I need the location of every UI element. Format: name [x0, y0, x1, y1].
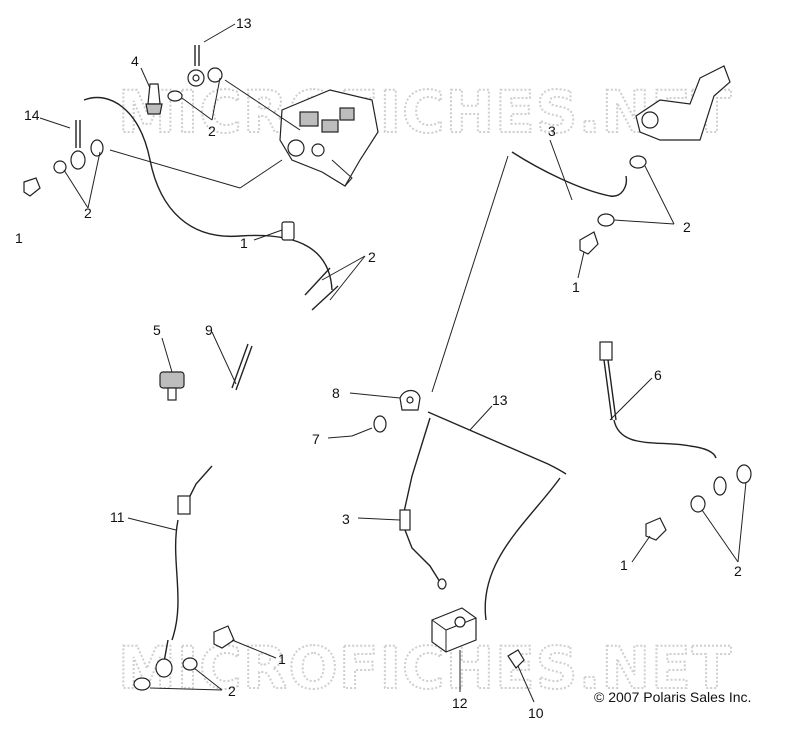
callout-7: 7: [312, 431, 320, 447]
callout-1-lower-left: 1: [278, 651, 286, 667]
bleeder-valve: [145, 83, 163, 115]
tie-strap-bottom: [311, 285, 339, 311]
callout-2-straps: 2: [368, 249, 376, 265]
junction-block: [431, 607, 477, 653]
watermark-top: MICROFICHES.NET: [118, 78, 732, 146]
banjo-bolt-left: [23, 177, 41, 197]
brake-line-front-right: [511, 151, 628, 197]
callout-2-right-lower: 2: [734, 563, 742, 579]
rivet: [351, 415, 387, 437]
leader-lines: [39, 23, 747, 703]
callout-10: 10: [528, 705, 544, 721]
main-brake-line: [431, 155, 509, 393]
brake-line-front-left: [83, 96, 333, 291]
callout-3-top: 3: [548, 123, 556, 139]
callout-2-left: 2: [84, 205, 92, 221]
copyright-notice: © 2007 Polaris Sales Inc.: [594, 689, 751, 705]
washers-right-bottom: [690, 464, 752, 513]
brake-lever-illustration: [635, 65, 731, 141]
washers-right-top: [597, 155, 647, 227]
callout-8: 8: [332, 385, 340, 401]
banjo-bolt-lower-left: [213, 625, 235, 649]
callout-1-right-lower: 1: [620, 557, 628, 573]
cable-tie: [231, 343, 253, 391]
hose-clamp: [159, 371, 185, 401]
brake-hose-lower: [399, 509, 447, 590]
callout-labels: 13 4 14 2 2 1 1 2 3 2 1 5 9 8 13 7 6 11 …: [15, 15, 742, 721]
brake-hose-lower-left: [155, 465, 213, 678]
callout-11: 11: [110, 509, 125, 525]
callout-13-mid: 13: [492, 392, 508, 408]
brake-hose-right: [599, 341, 727, 496]
callout-3-lower: 3: [342, 511, 350, 527]
banjo-bolt-right-bottom: [645, 517, 667, 541]
callout-1-left: 1: [15, 230, 23, 246]
callout-2-top: 2: [208, 123, 216, 139]
callout-4: 4: [131, 53, 139, 69]
brake-line-to-junction: [484, 477, 561, 621]
bleeder-screw-rear: [507, 649, 525, 669]
callout-1-right: 1: [572, 279, 580, 295]
brake-line-rear-upper: [427, 411, 567, 475]
banjo-fitting-left: [53, 120, 104, 174]
brake-hose-upper-stub: [187, 45, 205, 87]
washers-lower-left: [133, 657, 198, 691]
callout-6: 6: [654, 367, 662, 383]
callout-5: 5: [153, 322, 161, 338]
callout-2-lower-left: 2: [228, 683, 236, 699]
brake-line-rear-drop: [403, 417, 431, 513]
tie-strap-top: [304, 267, 331, 296]
hydraulic-unit-illustration: [279, 89, 379, 187]
callout-9: 9: [205, 322, 213, 338]
callout-14: 14: [24, 107, 40, 123]
callout-12: 12: [452, 695, 468, 711]
callout-2-right: 2: [683, 219, 691, 235]
clip-small: [281, 221, 295, 241]
callout-13-top: 13: [236, 15, 252, 31]
banjo-bolt-right-top: [579, 231, 599, 255]
line-bracket: [399, 389, 421, 411]
washer-top-pair: [167, 67, 223, 102]
callout-1-clip: 1: [240, 235, 248, 251]
